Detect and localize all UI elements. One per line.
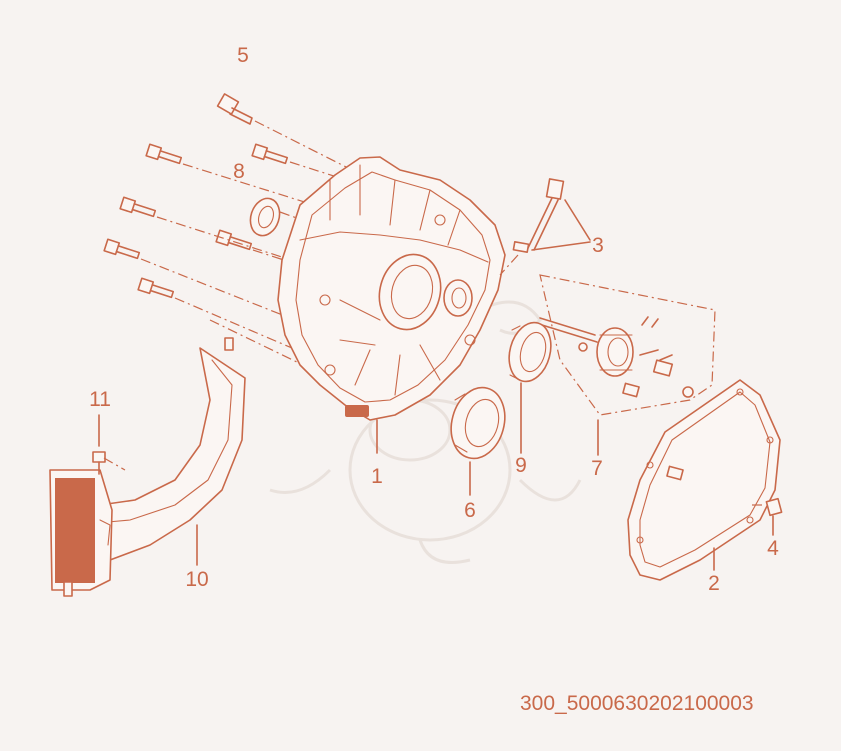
dowel-pin-part-4 (752, 497, 783, 536)
callout-2: 2 (708, 572, 720, 595)
callout-11: 11 (89, 388, 111, 411)
bolt-guide-lines (140, 161, 341, 379)
bolt-part-5 (216, 93, 253, 125)
bearing-part-9 (508, 321, 552, 454)
callout-4: 4 (767, 537, 779, 560)
callout-10: 10 (185, 568, 208, 591)
governor-gear-assembly-part-7 (539, 274, 716, 456)
callout-3: 3 (592, 234, 604, 257)
crankcase-cover-part-1 (277, 156, 506, 454)
screw-part-11 (92, 414, 126, 475)
callout-labels: 5 8 3 11 1 9 7 6 4 10 2 (89, 44, 779, 595)
bearing-part-6 (450, 386, 506, 496)
callout-6: 6 (464, 499, 476, 522)
callout-1: 1 (371, 465, 383, 488)
callout-9: 9 (515, 454, 527, 477)
callout-8: 8 (233, 160, 245, 183)
dowel-pin (666, 465, 684, 481)
gasket-part-2 (627, 379, 781, 581)
diagram-code: 300_5000630202100003 (520, 692, 754, 715)
governor-lever-part-3 (499, 178, 591, 276)
shroud-part-10 (49, 337, 246, 597)
housing-bolts (103, 143, 289, 299)
callout-7: 7 (591, 457, 603, 480)
callout-5: 5 (237, 44, 249, 67)
